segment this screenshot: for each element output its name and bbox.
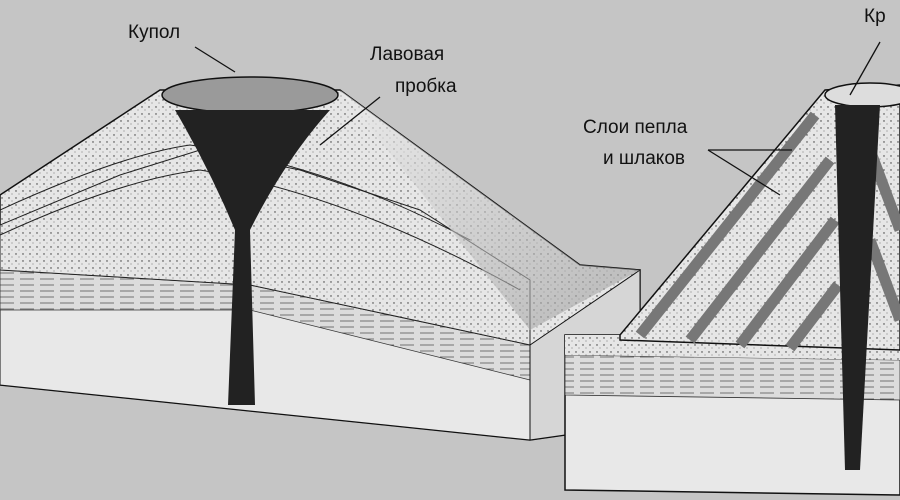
cinder-cone-block [564,82,900,496]
stratovolcano-dome-block [0,76,641,441]
ash-layer-stripes [635,111,900,352]
lava-conduit [175,110,330,405]
label-ash-layers-2: и шлаков [603,148,685,169]
dome-top [161,76,339,114]
label-lava-plug-1: Лавовая [370,44,444,65]
label-lava-plug-2: пробка [395,76,457,97]
label-dome: Купол [128,22,180,43]
leader-lines [194,41,881,196]
cinder-conduit [835,105,880,470]
label-ash-layers-1: Слои пепла [583,117,688,138]
label-crater: Кр [864,6,886,27]
